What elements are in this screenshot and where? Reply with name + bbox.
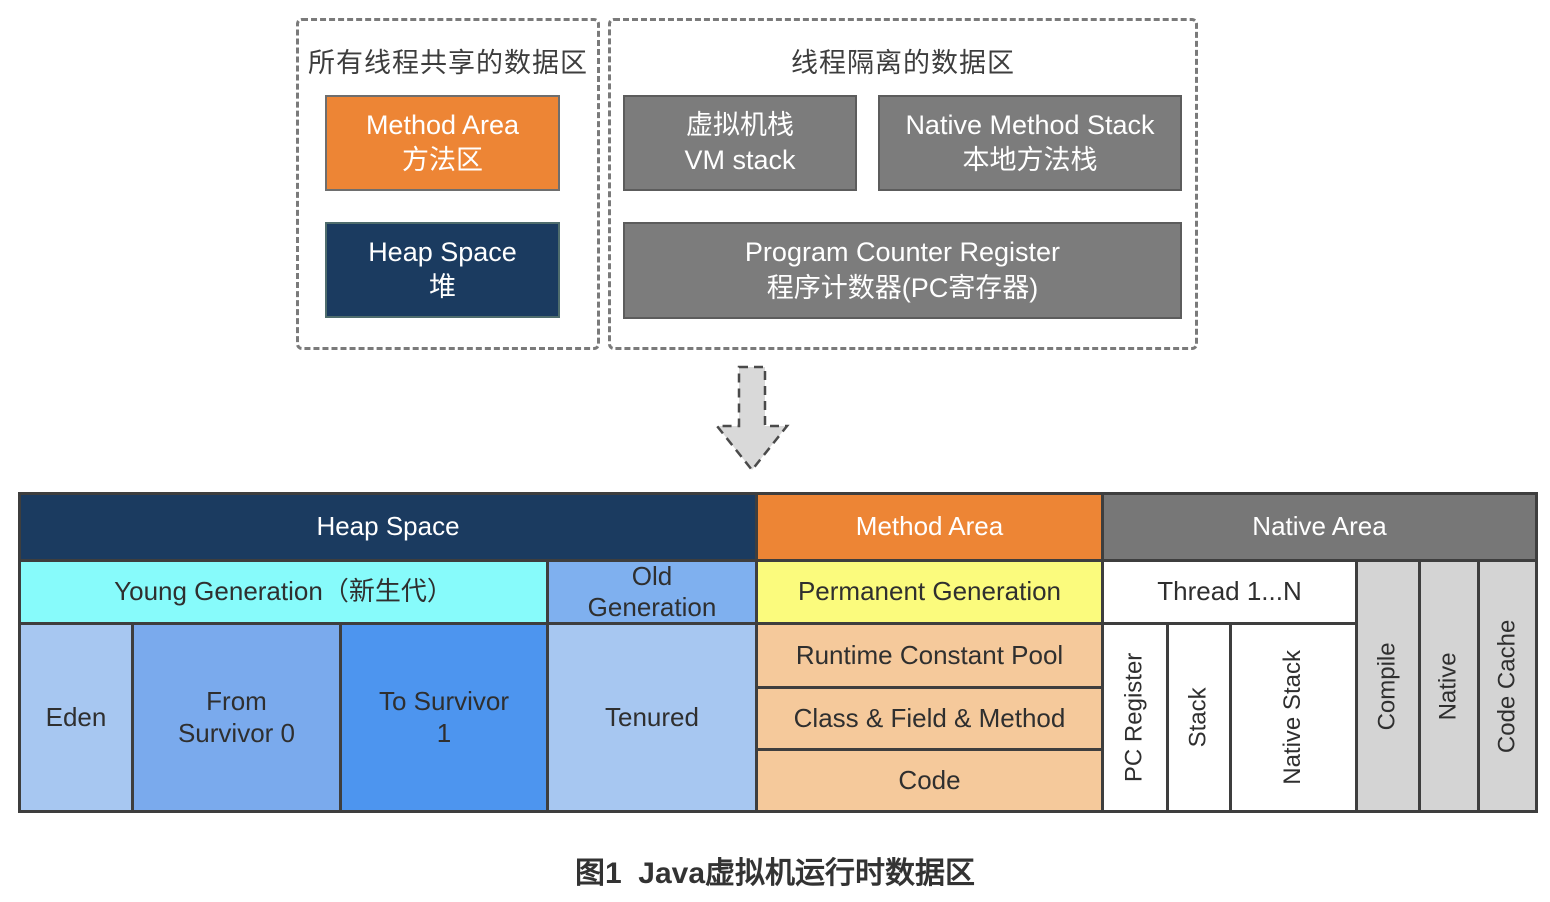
heap-space-label-cn: 堆 [429,272,456,302]
method-area-label-en: Method Area [365,109,520,140]
vm-stack-label-cn: 虚拟机栈 [686,109,794,140]
method-area-label-cn: 方法区 [402,145,483,175]
down-arrow-icon [710,364,795,474]
stack-column-label: Stack [1184,687,1212,748]
thread-cell: Thread 1...N [1104,562,1355,622]
native-area-header: Native Area [1104,495,1535,559]
heap-space-box: Heap Space 堆 [325,222,560,318]
heap-space-header: Heap Space [21,495,755,559]
vm-stack-label-en: VM stack [684,145,796,175]
from-survivor-cell: From Survivor 0 [134,625,339,810]
compile-column-label: Compile [1373,641,1401,731]
code-cache-column: Code Cache [1480,562,1535,810]
pc-register-box: Program Counter Register 程序计数器(PC寄存器) [623,222,1182,319]
runtime-constant-pool-cell: Runtime Constant Pool [758,625,1101,686]
isolated-region-title: 线程隔离的数据区 [791,48,1015,78]
from-survivor-label: From Survivor 0 [177,686,296,748]
to-survivor-label: To Survivor 1 [378,686,510,748]
class-field-method-cell: Class & Field & Method [758,689,1101,748]
native-method-stack-label-en: Native Method Stack [905,109,1155,140]
old-generation-cell: Old Generation [549,560,755,622]
permanent-generation-cell: Permanent Generation [758,562,1101,622]
stack-column: Stack [1169,625,1229,810]
pc-register-column: PC Register [1104,625,1166,810]
compile-column: Compile [1358,562,1418,810]
code-cell: Code [758,751,1101,810]
method-area-header: Method Area [758,495,1101,559]
pc-register-label-cn: 程序计数器(PC寄存器) [766,272,1039,303]
native-method-stack-label-cn: 本地方法栈 [962,145,1098,175]
code-cache-column-label: Code Cache [1493,619,1521,753]
method-area-box: Method Area 方法区 [325,95,560,191]
native-column: Native [1421,562,1477,810]
shared-region-title: 所有线程共享的数据区 [308,48,588,78]
runtime-data-area-table: Heap Space Method Area Native Area Young… [18,492,1538,813]
pc-register-column-label: PC Register [1120,652,1148,783]
young-generation-cell: Young Generation（新生代） [21,562,546,622]
heap-space-label-en: Heap Space [368,236,517,267]
tenured-cell: Tenured [549,625,755,810]
native-method-stack-box: Native Method Stack 本地方法栈 [878,95,1182,191]
to-survivor-cell: To Survivor 1 [342,625,546,810]
eden-cell: Eden [21,625,131,810]
vm-stack-box: 虚拟机栈 VM stack [623,95,857,191]
native-stack-column: Native Stack [1232,625,1355,810]
figure-caption: 图1 Java虚拟机运行时数据区 [574,857,976,890]
pc-register-label-en: Program Counter Register [744,237,1061,268]
native-stack-column-label: Native Stack [1279,650,1307,785]
old-generation-label: Old Generation [587,560,717,622]
native-column-label: Native [1434,651,1462,721]
